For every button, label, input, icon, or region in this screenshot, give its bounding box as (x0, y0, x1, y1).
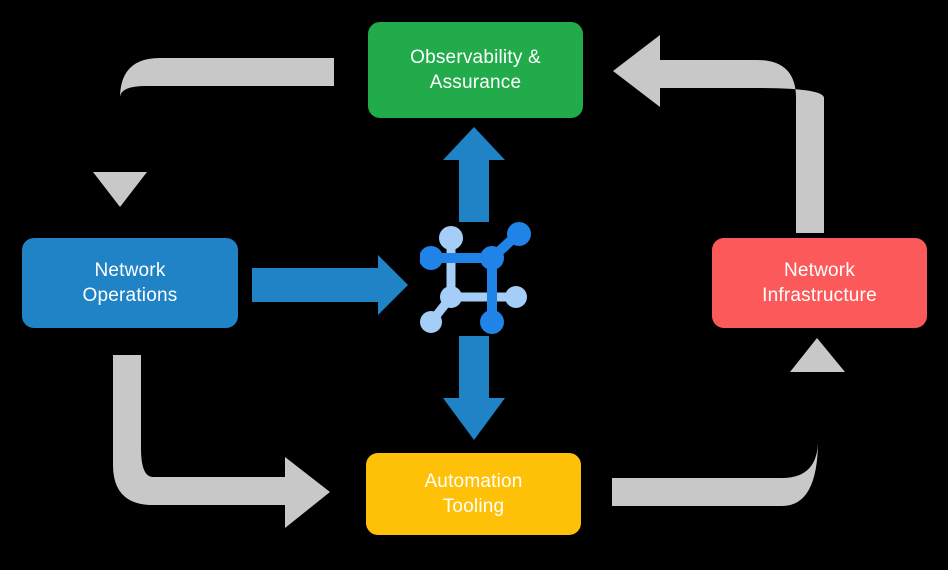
node-box-automation-tooling[interactable]: Automation Tooling (366, 453, 581, 535)
node-label-observability: Observability & Assurance (410, 46, 541, 93)
node-label-network-infrastructure: Network Infrastructure (762, 259, 877, 306)
node-label-network-operations: Network Operations (82, 259, 178, 306)
primary-arrow-operations-to-center (252, 255, 408, 315)
node-box-network-infrastructure[interactable]: Network Infrastructure (712, 238, 927, 328)
cycle-arrow-infrastructure-to-observability (613, 35, 824, 233)
node-label-automation-tooling: Automation Tooling (424, 470, 523, 517)
primary-arrow-center-to-observability (443, 127, 505, 222)
cycle-arrow-observability-to-operations (93, 58, 334, 207)
node-box-network-operations[interactable]: Network Operations (22, 238, 238, 328)
network-icon-secondary-nodes (420, 226, 527, 333)
cycle-arrow-operations-to-automation (113, 355, 330, 528)
cycle-arrow-automation-to-infrastructure (612, 338, 845, 506)
network-graph-icon (420, 222, 531, 334)
node-box-observability[interactable]: Observability & Assurance (368, 22, 583, 118)
network-icon-primary-nodes (420, 222, 531, 334)
primary-arrow-center-to-automation (443, 336, 505, 440)
